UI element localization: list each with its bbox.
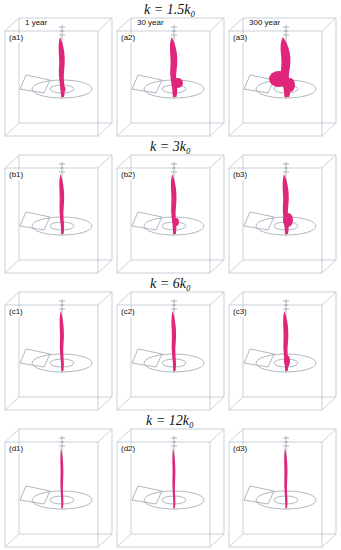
- time-label: 300 year: [248, 19, 281, 28]
- time-label: 30 year: [136, 19, 165, 28]
- panel-label: (d1): [8, 445, 24, 454]
- panel-label: (d2): [120, 445, 136, 454]
- panel-label: (c3): [232, 308, 248, 317]
- time-label: 1 year: [24, 19, 48, 28]
- row-title: k = 12k₀: [146, 413, 194, 428]
- panel-label: (a2): [120, 34, 136, 43]
- panel-label: (b3): [232, 171, 248, 180]
- panel-label: (d3): [232, 445, 248, 454]
- row-title: k = 3k₀: [150, 139, 191, 154]
- panel-label: (a1): [8, 34, 24, 43]
- panel-label: (a3): [232, 34, 248, 43]
- panel-label: (c2): [120, 308, 136, 317]
- row-title: k = 6k₀: [150, 276, 191, 291]
- panel-label: (c1): [8, 308, 24, 317]
- panel-label: (b1): [8, 171, 24, 180]
- panel-label: (b2): [120, 171, 136, 180]
- row-title: k = 1.5k₀: [144, 2, 195, 17]
